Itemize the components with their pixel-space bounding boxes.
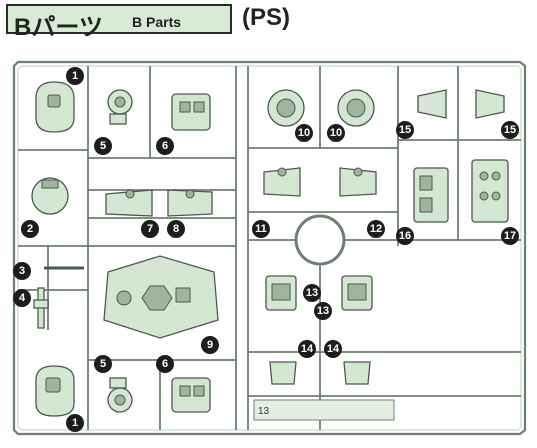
- svg-text:2: 2: [27, 223, 33, 235]
- badge-4: 4: [13, 289, 31, 307]
- svg-text:5: 5: [100, 358, 106, 370]
- title-sub: B Parts: [132, 14, 182, 30]
- runner-ring: [294, 214, 346, 266]
- badge-10-right: 10: [327, 124, 345, 142]
- svg-text:6: 6: [162, 140, 168, 152]
- part-10-left: [267, 89, 305, 127]
- badge-13-b: 13: [314, 302, 332, 320]
- runner-tag: 13: [253, 399, 395, 421]
- svg-text:3: 3: [19, 265, 25, 277]
- svg-text:15: 15: [399, 124, 411, 136]
- plastic-code: (PS): [242, 4, 290, 31]
- badge-15-left: 15: [396, 121, 414, 139]
- svg-text:13: 13: [317, 305, 329, 317]
- badge-3: 3: [13, 262, 31, 280]
- part-15-right: [475, 89, 505, 119]
- svg-text:10: 10: [298, 127, 310, 139]
- part-9-armor: [103, 255, 219, 339]
- svg-text:5: 5: [100, 140, 106, 152]
- badge-13-a: 13: [303, 284, 321, 302]
- part-5-top: [107, 89, 133, 125]
- part-10-right: [337, 89, 375, 127]
- svg-text:16: 16: [399, 230, 411, 242]
- part-15-left: [417, 89, 447, 119]
- part-5-bottom: [107, 377, 133, 413]
- part-14-right: [343, 361, 371, 385]
- badge-7: 7: [141, 220, 159, 238]
- badge-6-top: 6: [156, 137, 174, 155]
- svg-text:14: 14: [327, 343, 340, 355]
- runner-tag-label: 13: [258, 406, 270, 417]
- badge-14-right: 14: [324, 340, 342, 358]
- svg-text:12: 12: [370, 223, 382, 235]
- badge-12: 12: [367, 220, 385, 238]
- part-11: [263, 167, 301, 197]
- runner-frame: [12, 60, 527, 436]
- svg-text:10: 10: [330, 127, 342, 139]
- title-main: Bパーツ: [14, 14, 103, 41]
- badge-1-bottom: 1: [66, 414, 84, 432]
- badge-2: 2: [21, 220, 39, 238]
- svg-text:15: 15: [504, 124, 516, 136]
- badge-5-bottom: 5: [94, 355, 112, 373]
- badge-16: 16: [396, 227, 414, 245]
- badge-10-left: 10: [295, 124, 313, 142]
- svg-text:1: 1: [72, 417, 78, 429]
- svg-text:9: 9: [207, 339, 213, 351]
- svg-text:13: 13: [306, 287, 318, 299]
- part-6-bottom: [171, 377, 211, 413]
- part-8: [167, 189, 213, 217]
- badge-6-bottom: 6: [156, 355, 174, 373]
- svg-text:7: 7: [147, 223, 153, 235]
- part-17: [471, 159, 509, 223]
- part-4: [33, 287, 49, 329]
- part-6-top: [171, 93, 211, 131]
- badge-14-left: 14: [298, 340, 316, 358]
- svg-text:4: 4: [19, 292, 26, 304]
- svg-text:8: 8: [173, 223, 179, 235]
- svg-text:17: 17: [504, 230, 516, 242]
- svg-text:14: 14: [301, 343, 314, 355]
- part-1-bottom: [35, 365, 75, 417]
- title-box: Bパーツ B Parts: [6, 4, 232, 41]
- badge-5-top: 5: [94, 137, 112, 155]
- badge-1-top: 1: [66, 67, 84, 85]
- svg-text:6: 6: [162, 358, 168, 370]
- svg-text:1: 1: [72, 70, 78, 82]
- runner-bars: [18, 66, 521, 430]
- badge-8: 8: [167, 220, 185, 238]
- part-13-right: [341, 275, 373, 311]
- part-12: [339, 167, 377, 197]
- part-7: [105, 189, 153, 217]
- badge-15-right: 15: [501, 121, 519, 139]
- part-13-left: [265, 275, 297, 311]
- part-2: [31, 177, 69, 215]
- badge-17: 17: [501, 227, 519, 245]
- badge-9: 9: [201, 336, 219, 354]
- svg-text:11: 11: [255, 223, 267, 235]
- part-14-left: [269, 361, 297, 385]
- badge-11: 11: [252, 220, 270, 238]
- part-1-top: [35, 81, 75, 133]
- part-16: [413, 167, 449, 223]
